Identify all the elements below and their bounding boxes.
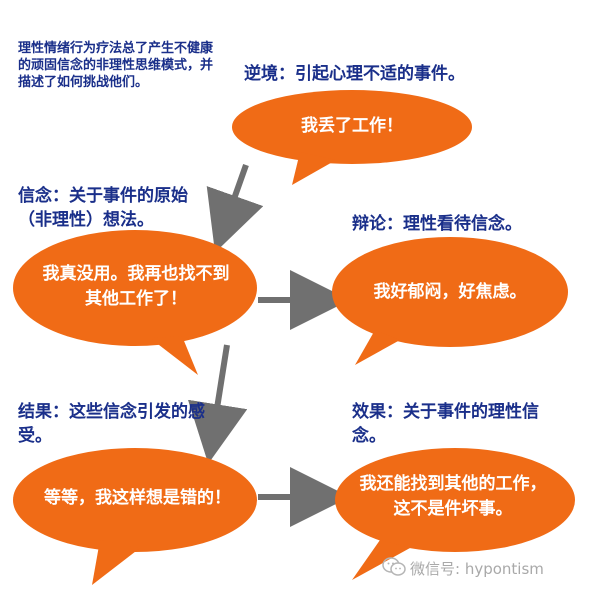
- dispute-heading: 辩论：理性看待信念。: [352, 214, 522, 234]
- effect-bubble-text: 我还能找到其他的工作，这不是件坏事。: [359, 474, 547, 519]
- consequence-bubble-text: 等等，我这样想是错的！: [44, 488, 231, 508]
- bubble-effect: [335, 448, 575, 580]
- adversity-bubble-text: 我丢了工作！: [301, 116, 403, 136]
- bubble-dispute: [332, 237, 568, 365]
- arrow-belief-to-consequence: [187, 344, 248, 464]
- bubble-belief: [13, 230, 257, 375]
- arrow-adversity-to-belief: [206, 163, 264, 253]
- effect-heading: 效果：关于事件的理性信念。: [352, 402, 539, 446]
- watermark-text: 微信号: hypontism: [410, 560, 544, 578]
- wechat-icon: [382, 557, 406, 576]
- dispute-bubble-text: 我好郁闷，好焦虑。: [373, 282, 527, 302]
- intro-text: 理性情绪行为疗法总了产生不健康的顽固信念的非理性思维模式，并描述了如何挑战他们。: [18, 41, 214, 90]
- belief-bubble-text: 我真没用。我再也找不到其他工作了！: [42, 264, 230, 309]
- consequence-heading: 结果：这些信念引发的感受。: [18, 402, 205, 446]
- belief-heading: 信念：关于事件的原始（非理性）想法。: [18, 186, 188, 230]
- bubble-adversity: [232, 90, 472, 185]
- adversity-heading: 逆境：引起心理不适的事件。: [244, 64, 465, 84]
- bubble-consequence: [13, 448, 257, 585]
- arrows: [187, 163, 350, 527]
